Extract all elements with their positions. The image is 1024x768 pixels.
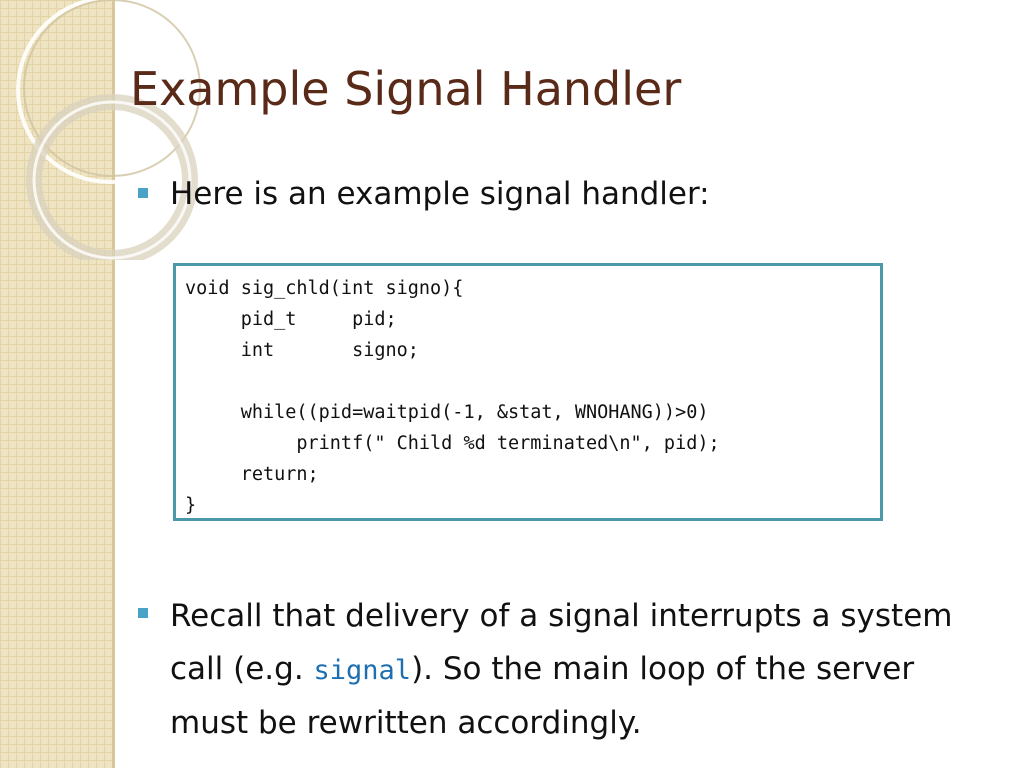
code-text: void sig_chld(int signo){ pid_t pid; int… xyxy=(185,278,720,516)
decorative-circles-icon xyxy=(16,0,204,260)
code-block: void sig_chld(int signo){ pid_t pid; int… xyxy=(173,263,883,521)
bullet-text-2-before: Recall that delivery of a signal interru… xyxy=(170,598,953,687)
bullet-text-1: Here is an example signal handler: xyxy=(170,176,710,212)
bullet-marker xyxy=(138,608,148,618)
bullet-text-2-after: ). So the main loop of the server must b… xyxy=(170,651,915,741)
bullet-marker xyxy=(138,188,148,198)
decorative-edge xyxy=(112,0,115,768)
slide-title: Example Signal Handler xyxy=(130,62,682,116)
inline-code: signal xyxy=(313,655,412,686)
bullet-text-2: Recall that delivery of a signal interru… xyxy=(170,590,970,750)
